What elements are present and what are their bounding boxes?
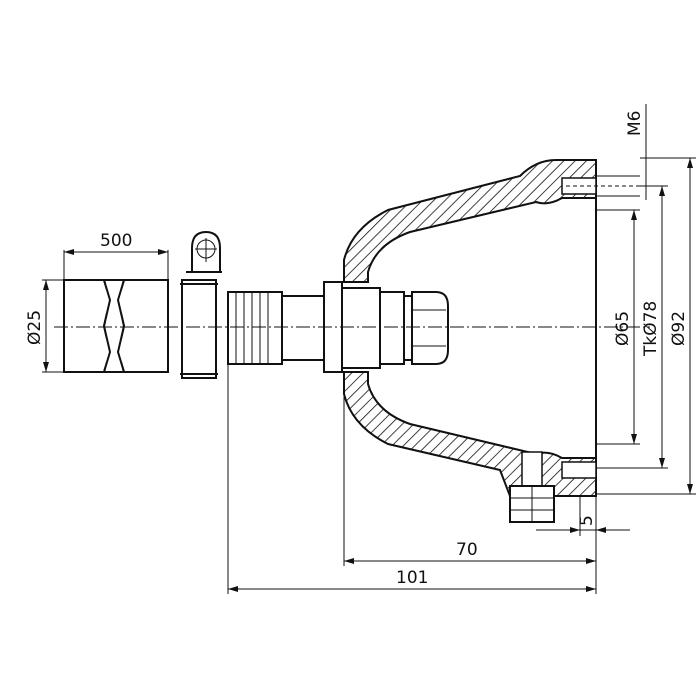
flange-thickness-label: 5: [577, 515, 597, 526]
flange-thickness-dimension: 5: [536, 496, 630, 536]
thread-dimension: M6: [625, 104, 647, 200]
total-length-label: 101: [396, 568, 428, 588]
bolt-circle-label: TkØ78: [641, 301, 661, 357]
pipe-segment: [63, 279, 169, 373]
thread-label: M6: [625, 111, 645, 136]
inner-diameter-dimension: Ø65: [596, 209, 640, 445]
hose-clamp: [180, 230, 222, 379]
housing-length-label: 70: [456, 540, 478, 560]
pipe-diameter-dimension: Ø25: [25, 279, 64, 373]
bolt-circle-dimension: TkØ78: [596, 185, 668, 469]
hose-nozzle: [227, 291, 325, 365]
housing-length-dimension: 70: [343, 394, 597, 594]
outer-diameter-label: Ø92: [669, 311, 689, 346]
pipe-length-label: 500: [100, 231, 132, 251]
inner-diameter-label: Ø65: [613, 311, 633, 346]
pipe-length-dimension: 500: [63, 231, 169, 280]
total-length-dimension: 101: [227, 364, 596, 594]
outer-diameter-dimension: Ø92: [596, 157, 696, 495]
pipe-diameter-label: Ø25: [25, 310, 45, 345]
housing-section: [343, 159, 640, 523]
